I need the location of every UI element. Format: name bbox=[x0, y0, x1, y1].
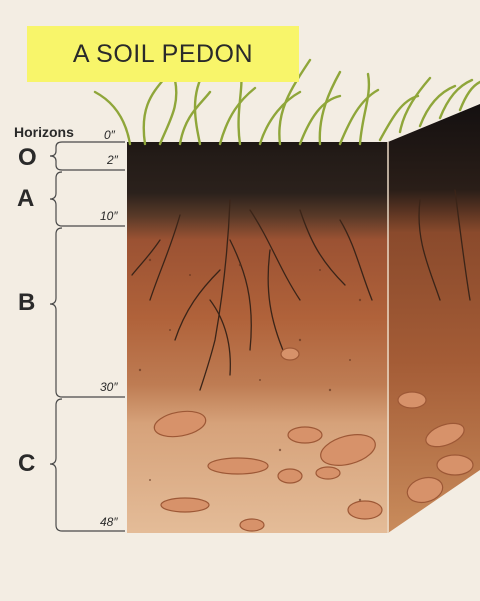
horizon-brackets bbox=[50, 142, 62, 531]
horizon-label-a: A bbox=[17, 185, 34, 213]
depth-lines bbox=[62, 142, 125, 531]
bracket-a bbox=[50, 172, 62, 226]
bracket-o bbox=[50, 142, 62, 170]
depth-label-0: 0″ bbox=[104, 128, 115, 142]
depth-label-2: 2″ bbox=[107, 153, 118, 167]
horizon-label-b: B bbox=[18, 289, 35, 317]
horizon-label-c: C bbox=[18, 450, 35, 478]
horizon-label-o: O bbox=[18, 144, 37, 172]
diagram-title: A SOIL PEDON bbox=[27, 26, 299, 82]
depth-label-48: 48″ bbox=[100, 515, 118, 529]
bracket-c bbox=[50, 399, 62, 531]
horizons-heading: Horizons bbox=[14, 124, 74, 140]
depth-label-30: 30″ bbox=[100, 380, 118, 394]
pedon-front-face bbox=[127, 142, 389, 533]
bracket-b bbox=[50, 228, 62, 397]
depth-label-10: 10″ bbox=[100, 209, 118, 223]
